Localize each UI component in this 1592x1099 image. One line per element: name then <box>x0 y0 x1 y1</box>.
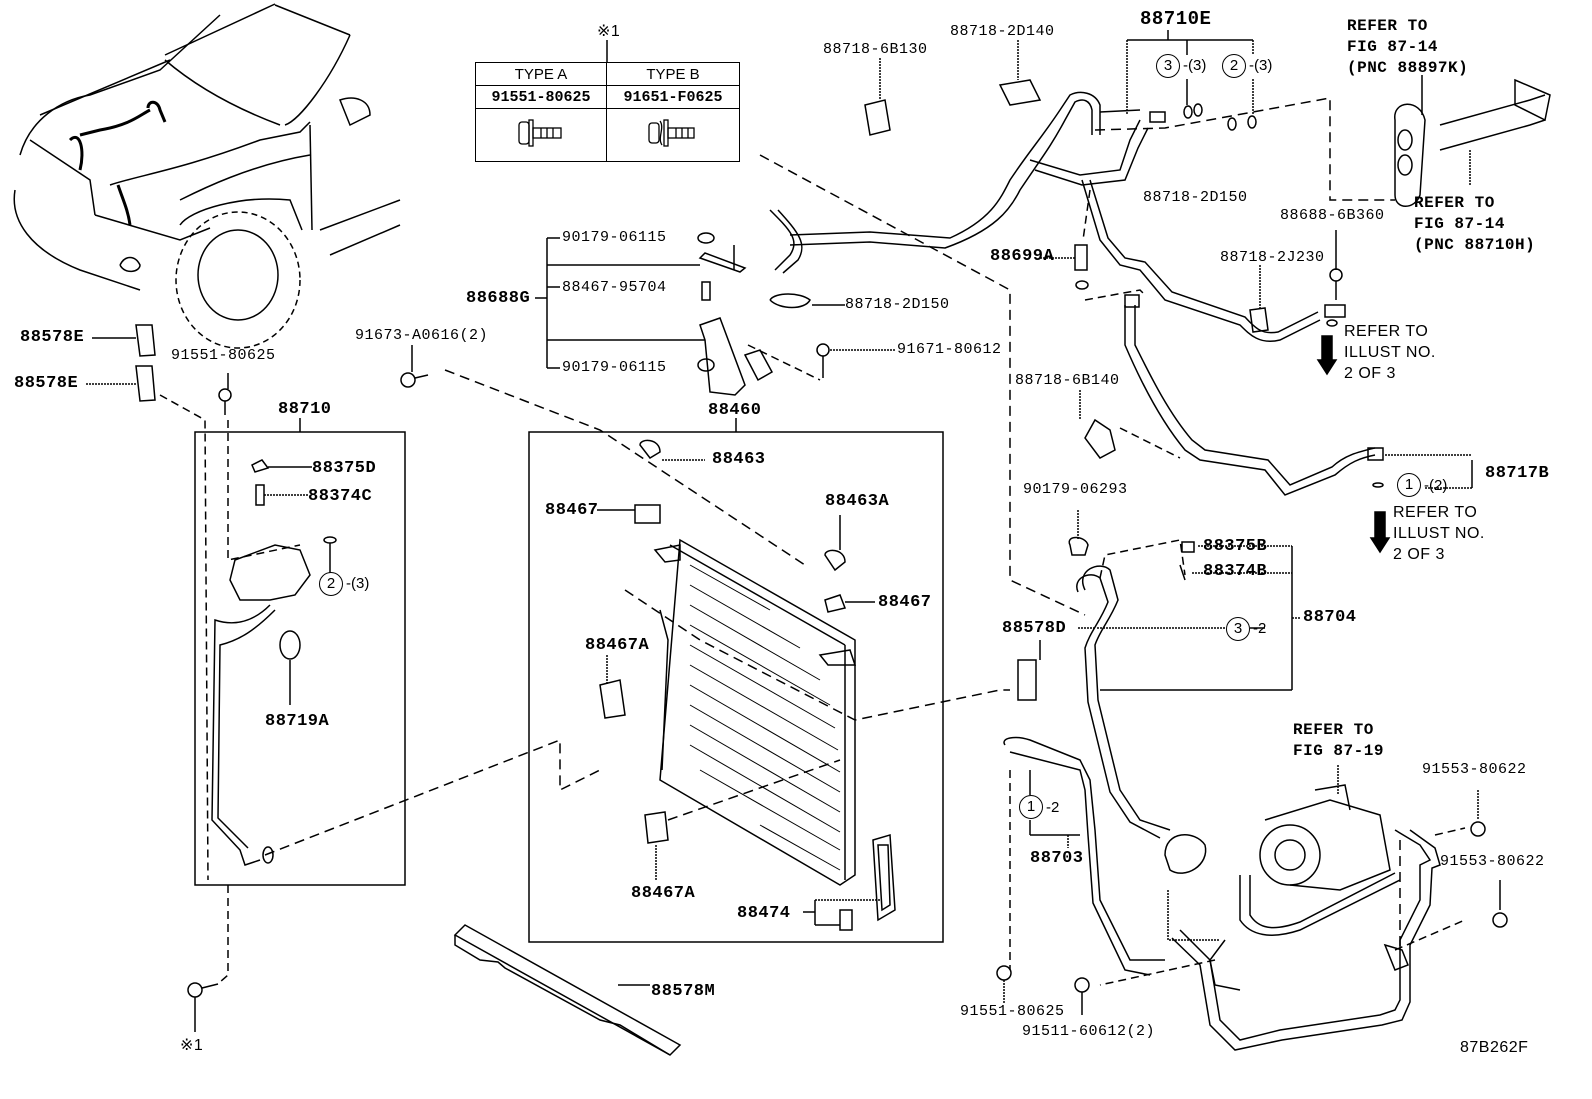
part-label-88467[interactable]: 88467 <box>878 593 932 612</box>
callout-circle: 1 <box>1397 473 1421 497</box>
callout-quantity: -(3) <box>346 575 370 592</box>
part-label-88467A[interactable]: 88467A <box>585 636 650 655</box>
type-b-part-number: 91651-F0625 <box>606 85 740 109</box>
part-label-91553-80622[interactable]: 91553-80622 <box>1440 853 1545 870</box>
part-label-91553-80622[interactable]: 91553-80622 <box>1422 761 1527 778</box>
part-label-88718-6B130[interactable]: 88718-6B130 <box>823 41 928 58</box>
vehicle-illustration <box>13 3 401 349</box>
part-label-88467[interactable]: 88467 <box>545 501 599 520</box>
type-a-header: TYPE A <box>475 62 607 86</box>
note-marker-bottom: ※1 <box>180 1037 204 1054</box>
reference-note-illust-2-of-3[interactable]: REFER TO ILLUST NO. 2 OF 3 <box>1344 323 1436 382</box>
bolt-icon <box>187 885 229 1032</box>
reference-note-fig-87-14-88897K[interactable]: REFER TO FIG 87-14 (PNC 88897K) <box>1347 17 1469 77</box>
seal-88578M-icon <box>453 924 682 1056</box>
part-label-88718-2D150[interactable]: 88718-2D150 <box>1143 189 1248 206</box>
arrow-down-icon <box>1316 335 1338 376</box>
part-label-88717B[interactable]: 88717B <box>1485 464 1550 483</box>
part-label-88699A[interactable]: 88699A <box>990 247 1055 266</box>
pressure-switch-icon <box>1040 189 1146 301</box>
note-marker-top: ※1 <box>597 23 621 40</box>
part-label-88718-2D150[interactable]: 88718-2D150 <box>845 296 950 313</box>
callout-circle: 2 <box>319 572 343 596</box>
part-label-88718-6B140[interactable]: 88718-6B140 <box>1015 372 1120 389</box>
type-a-part-number: 91551-80625 <box>475 85 607 109</box>
part-label-88688-6B360[interactable]: 88688-6B360 <box>1280 207 1385 224</box>
part-label-88463A[interactable]: 88463A <box>825 492 890 511</box>
part-label-88374C[interactable]: 88374C <box>308 487 373 506</box>
part-label-88704[interactable]: 88704 <box>1303 608 1357 627</box>
type-b-header: TYPE B <box>606 62 740 86</box>
part-label-88578M[interactable]: 88578M <box>651 982 716 1001</box>
part-label-88375D[interactable]: 88375D <box>312 459 377 478</box>
reference-note-fig-87-19[interactable]: REFER TO FIG 87-19 <box>1293 721 1384 760</box>
valve-assembly-icon <box>211 459 601 866</box>
callout-quantity: -(2) <box>1424 477 1448 494</box>
part-label-88578E[interactable]: 88578E <box>20 328 85 347</box>
flange-bolt-icon <box>475 108 607 162</box>
part-label-91551-80625[interactable]: 91551-80625 <box>171 347 276 364</box>
part-label-88710E[interactable]: 88710E <box>1140 8 1212 30</box>
hose-88704 <box>1017 510 1300 839</box>
part-label-88463[interactable]: 88463 <box>712 450 766 469</box>
part-label-88578D[interactable]: 88578D <box>1002 619 1067 638</box>
condenser-icon <box>597 439 1010 931</box>
bracket-88688G-icon <box>535 232 821 396</box>
bolt-icon <box>400 345 806 566</box>
bolt-type-table: TYPE A TYPE B 91551-80625 91651-F0625 <box>475 62 740 162</box>
part-label-88718-2J230[interactable]: 88718-2J230 <box>1220 249 1325 266</box>
part-label-91511-60612[interactable]: 91511-60612(2) <box>1022 1023 1156 1040</box>
ac-pipe-middle <box>1079 294 1473 496</box>
part-label-88375B[interactable]: 88375B <box>1203 537 1268 556</box>
clamp-icon <box>998 40 1042 106</box>
ac-pipe-upper <box>759 91 1395 616</box>
part-label-88578E[interactable]: 88578E <box>14 374 79 393</box>
clamp-icon <box>1249 230 1346 333</box>
part-label-88718-2D140[interactable]: 88718-2D140 <box>950 23 1055 40</box>
clamp-icon <box>864 58 891 136</box>
part-label-88460[interactable]: 88460 <box>708 401 762 420</box>
group-box-88710 <box>194 431 406 886</box>
compressor-and-lower-pipes <box>996 736 1508 1051</box>
part-label-88374B[interactable]: 88374B <box>1203 562 1268 581</box>
part-label-91551-80625[interactable]: 91551-80625 <box>960 1003 1065 1020</box>
bracket-88710E <box>1126 30 1257 131</box>
callout-circle: 1 <box>1019 795 1043 819</box>
callout-quantity: -(3) <box>1249 57 1273 74</box>
part-label-91671-80612[interactable]: 91671-80612 <box>897 341 1002 358</box>
reference-note-illust-2-of-3[interactable]: REFER TO ILLUST NO. 2 OF 3 <box>1393 504 1485 563</box>
part-label-90179-06115[interactable]: 90179-06115 <box>562 229 667 246</box>
arrow-down-icon <box>1369 511 1391 554</box>
part-label-88703[interactable]: 88703 <box>1030 849 1084 868</box>
part-label-88688G[interactable]: 88688G <box>466 289 531 308</box>
evaporator-pipe-icon <box>1394 75 1551 207</box>
part-label-88710[interactable]: 88710 <box>278 400 332 419</box>
bolt-with-washer-icon <box>606 108 740 162</box>
callout-quantity: -2 <box>1253 620 1267 637</box>
callout-quantity: -(3) <box>1183 57 1207 74</box>
callout-circle: 2 <box>1222 54 1246 78</box>
part-label-91673-A0616[interactable]: 91673-A0616(2) <box>355 327 489 344</box>
reference-note-fig-87-14-88710H[interactable]: REFER TO FIG 87-14 (PNC 88710H) <box>1414 194 1536 254</box>
part-label-88467-95704[interactable]: 88467-95704 <box>562 279 667 296</box>
callout-quantity: -2 <box>1046 799 1060 816</box>
bolt-icon <box>159 373 301 881</box>
part-label-88467A[interactable]: 88467A <box>631 884 696 903</box>
part-label-88474[interactable]: 88474 <box>737 904 791 923</box>
part-label-90179-06115[interactable]: 90179-06115 <box>562 359 667 376</box>
clamp-icon <box>769 293 895 378</box>
part-label-88719A[interactable]: 88719A <box>265 712 330 731</box>
callout-circle: 3 <box>1156 54 1180 78</box>
clip-88578E-icon <box>86 324 156 402</box>
callout-circle: 3 <box>1226 617 1250 641</box>
figure-id: 87B262F <box>1460 1039 1529 1056</box>
part-label-90179-06293[interactable]: 90179-06293 <box>1023 481 1128 498</box>
